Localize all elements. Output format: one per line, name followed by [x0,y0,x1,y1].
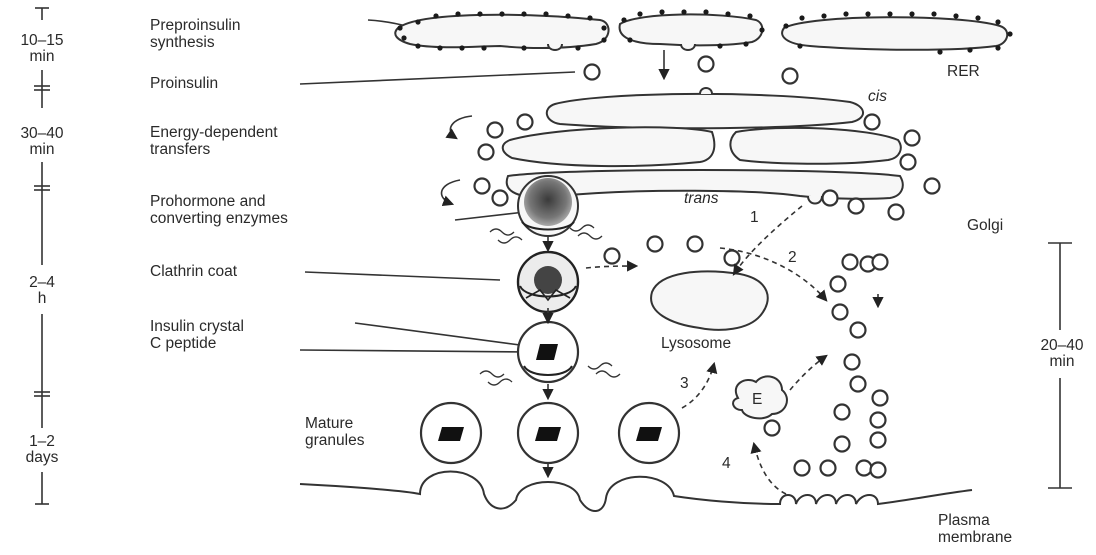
label-plasma-1: Plasma [938,512,990,529]
time-10-15-unit: min [30,48,55,65]
lysosome [651,271,768,329]
label-prohormone-2: converting enzymes [150,210,288,227]
label-proinsulin: Proinsulin [150,75,218,92]
label-preproinsulin-1: Preproinsulin [150,17,240,34]
process-labels: Preproinsulin synthesis Proinsulin Energ… [150,17,575,449]
label-crystal-1: Insulin crystal [150,318,244,335]
pathway-4: 4 [722,455,731,472]
label-rer: RER [947,63,980,80]
label-energy-1: Energy-dependent [150,124,278,141]
time-30-40: 30–40 [20,125,63,142]
pathway-2: 2 [788,249,797,266]
clathrin-vesicle [518,252,578,312]
label-golgi: Golgi [967,217,1003,234]
label-mature-1: Mature [305,415,353,432]
label-crystal-2: C peptide [150,335,216,352]
label-lysosome: Lysosome [661,335,731,352]
label-energy-2: transfers [150,141,211,158]
label-preproinsulin-2: synthesis [150,34,215,51]
label-plasma-2: membrane [938,529,1012,546]
timeline-left: 10–15 min 30–40 min 2–4 h 1–2 days [20,8,63,504]
time-1-2: 1–2 [29,433,55,450]
rer-cisternae [395,9,1012,54]
label-cis: cis [868,88,887,105]
timeline-right: 20–40 min [1040,243,1083,488]
prohormone-vesicle [518,176,578,236]
pathway-1: 1 [750,209,759,226]
time-2-4-unit: h [38,290,47,307]
time-30-40-unit: min [30,141,55,158]
time-20-40-unit: min [1050,353,1075,370]
time-2-4: 2–4 [29,274,55,291]
label-mature-2: granules [305,432,365,449]
label-endosome: E [752,391,762,408]
endosome: E [733,376,787,418]
label-prohormone-1: Prohormone and [150,193,265,210]
crystal-vesicle [518,322,578,382]
time-20-40: 20–40 [1040,337,1083,354]
plasma-membrane [300,472,972,512]
label-trans: trans [684,190,719,207]
time-10-15: 10–15 [20,32,63,49]
label-clathrin: Clathrin coat [150,263,238,280]
pathway-3: 3 [680,375,689,392]
mature-granules [421,403,679,463]
time-1-2-unit: days [26,449,59,466]
